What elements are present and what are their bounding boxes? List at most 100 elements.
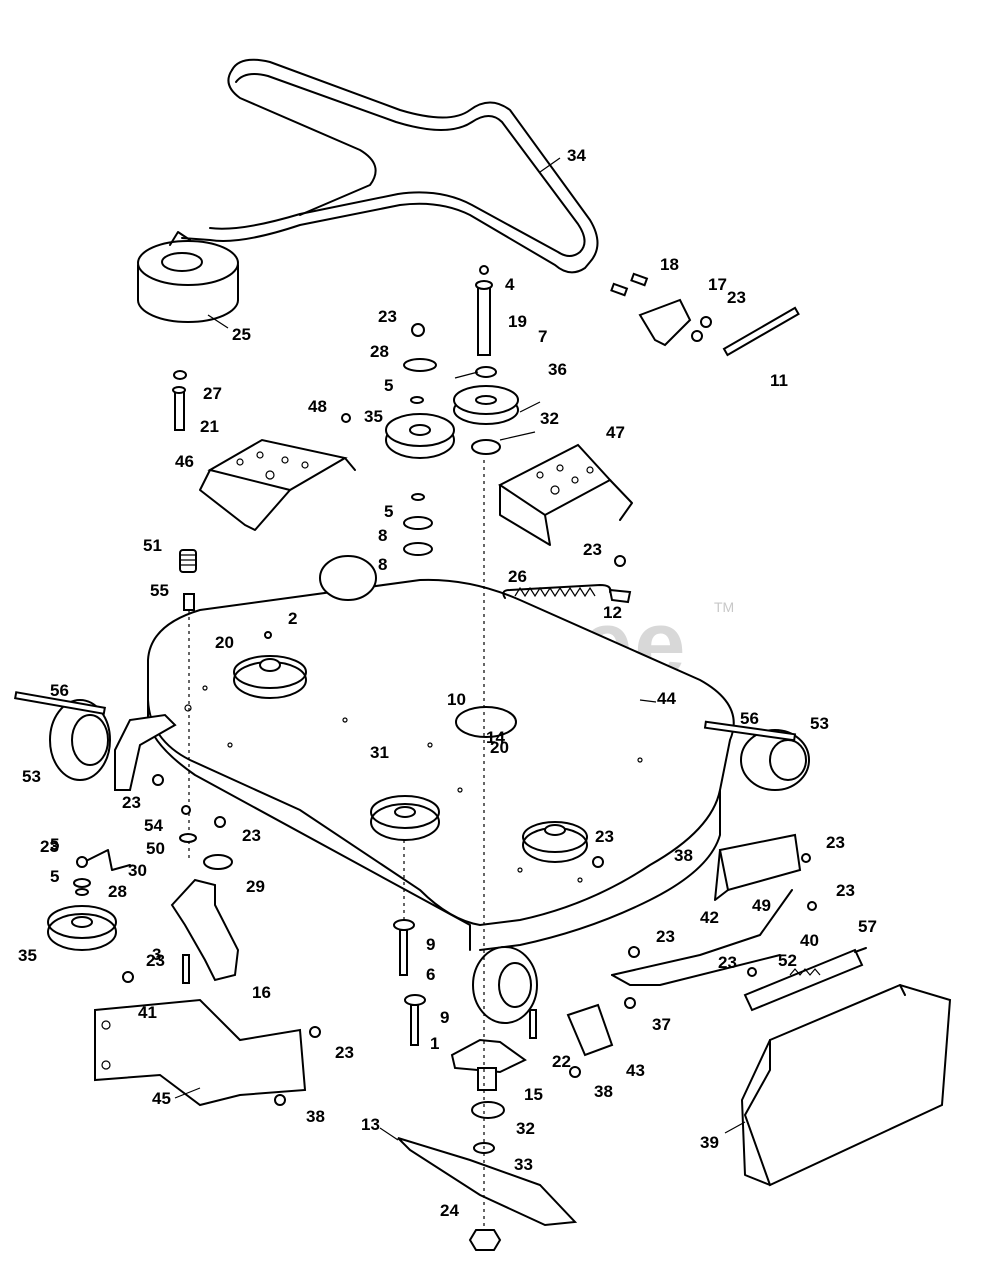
- callout-23k: 23: [718, 953, 737, 972]
- callout-48: 48: [308, 397, 327, 416]
- callout-12: 12: [603, 603, 622, 622]
- callout-23m: 23: [335, 1043, 354, 1062]
- callout-43: 43: [626, 1061, 645, 1080]
- callout-17: 17: [708, 275, 727, 294]
- callout-25: 25: [232, 325, 251, 344]
- callout-24: 24: [440, 1201, 459, 1220]
- callout-6: 6: [426, 965, 435, 984]
- callout-15: 15: [524, 1085, 543, 1104]
- callout-13: 13: [361, 1115, 380, 1134]
- callout-56b: 56: [740, 709, 759, 728]
- belt-cover-47: [498, 443, 633, 546]
- callout-5d: 5: [50, 867, 59, 886]
- bolt-21: [172, 370, 187, 431]
- lift-rod-42: [611, 889, 793, 1009]
- callout-21: 21: [200, 417, 219, 436]
- callout-23h: 23: [826, 833, 845, 852]
- spring-26: [502, 584, 632, 604]
- callout-23d: 23: [122, 793, 141, 812]
- bracket-49: [714, 833, 817, 911]
- discharge-chute-39: [741, 983, 952, 1187]
- callout-40: 40: [800, 931, 819, 950]
- callout-5a: 5: [384, 376, 393, 395]
- callout-45: 45: [152, 1089, 171, 1108]
- callout-labels: 1 2 3 4 5 5 5 5 6 7 8 8 9 9 10 11 12 13 …: [18, 146, 877, 1220]
- nut-group-23: [122, 316, 712, 983]
- callout-23c: 23: [583, 540, 602, 559]
- bracket-43: [529, 1003, 614, 1078]
- spring-51: [179, 549, 197, 860]
- idler-arm-16: [170, 805, 240, 984]
- callout-8b: 8: [378, 555, 387, 574]
- spindle-assembly-15: [393, 460, 578, 1251]
- callout-28b: 28: [108, 882, 127, 901]
- spindle-pulley-2: [233, 631, 307, 699]
- callout-18: 18: [660, 255, 679, 274]
- callout-23i: 23: [836, 881, 855, 900]
- callout-2: 2: [288, 609, 297, 628]
- watermark-trademark: TM: [714, 599, 734, 615]
- callout-23e: 23: [40, 837, 59, 856]
- callout-16: 16: [252, 983, 271, 1002]
- callout-50: 50: [146, 839, 165, 858]
- callout-8a: 8: [378, 526, 387, 545]
- callout-47: 47: [606, 423, 625, 442]
- idler-pulley-35-left: [47, 849, 131, 951]
- wheel-53-right: [703, 720, 810, 791]
- pulley-36: [453, 385, 519, 455]
- callout-23g: 23: [595, 827, 614, 846]
- callout-26: 26: [508, 567, 527, 586]
- wheel-bracket-left: [114, 713, 177, 791]
- callout-29: 29: [246, 877, 265, 896]
- spindle-pulley-right: [522, 821, 588, 863]
- callout-23b: 23: [727, 288, 746, 307]
- callout-20a: 20: [215, 633, 234, 652]
- callout-23j: 23: [656, 927, 675, 946]
- callout-27: 27: [203, 384, 222, 403]
- callout-37: 37: [652, 1015, 671, 1034]
- callout-14: 14: [486, 728, 505, 747]
- callout-22: 22: [552, 1052, 571, 1071]
- callout-49: 49: [752, 896, 771, 915]
- callout-44: 44: [657, 689, 676, 708]
- callout-38a: 38: [674, 846, 693, 865]
- callout-23l: 23: [146, 951, 165, 970]
- belt-34: [181, 58, 599, 274]
- callout-53a: 53: [22, 767, 41, 786]
- leader-lines: [174, 157, 746, 1141]
- callout-35b: 35: [18, 946, 37, 965]
- callout-38b: 38: [594, 1082, 613, 1101]
- callout-23f: 23: [242, 826, 261, 845]
- callout-42: 42: [700, 908, 719, 927]
- callout-56a: 56: [50, 681, 69, 700]
- callout-36: 36: [548, 360, 567, 379]
- callout-9a: 9: [426, 935, 435, 954]
- callout-33: 33: [514, 1155, 533, 1174]
- callout-28a: 28: [370, 342, 389, 361]
- callout-57: 57: [858, 917, 877, 936]
- callout-34: 34: [567, 146, 586, 165]
- callout-3: 3: [152, 945, 161, 964]
- callout-53b: 53: [810, 714, 829, 733]
- spring-52: [743, 947, 867, 1012]
- wheel-53-left: [14, 691, 111, 781]
- callout-55: 55: [150, 581, 169, 600]
- callout-32a: 32: [540, 409, 559, 428]
- callout-31: 31: [370, 743, 389, 762]
- callout-32b: 32: [516, 1119, 535, 1138]
- callout-20b: 20: [490, 738, 509, 757]
- wheel-rear-1: [319, 555, 377, 601]
- deck-holes: [184, 685, 643, 883]
- callout-10: 10: [447, 690, 466, 709]
- callout-52: 52: [778, 951, 797, 970]
- callout-51: 51: [143, 536, 162, 555]
- callout-5b: 5: [384, 502, 393, 521]
- idler-pulley-31: [370, 795, 440, 841]
- bracket-17: [610, 272, 800, 357]
- shaft-19: [475, 265, 497, 378]
- callout-1: 1: [430, 1034, 439, 1053]
- belt-cover-46: [199, 438, 356, 531]
- idler-pulley-35-top: [385, 323, 455, 556]
